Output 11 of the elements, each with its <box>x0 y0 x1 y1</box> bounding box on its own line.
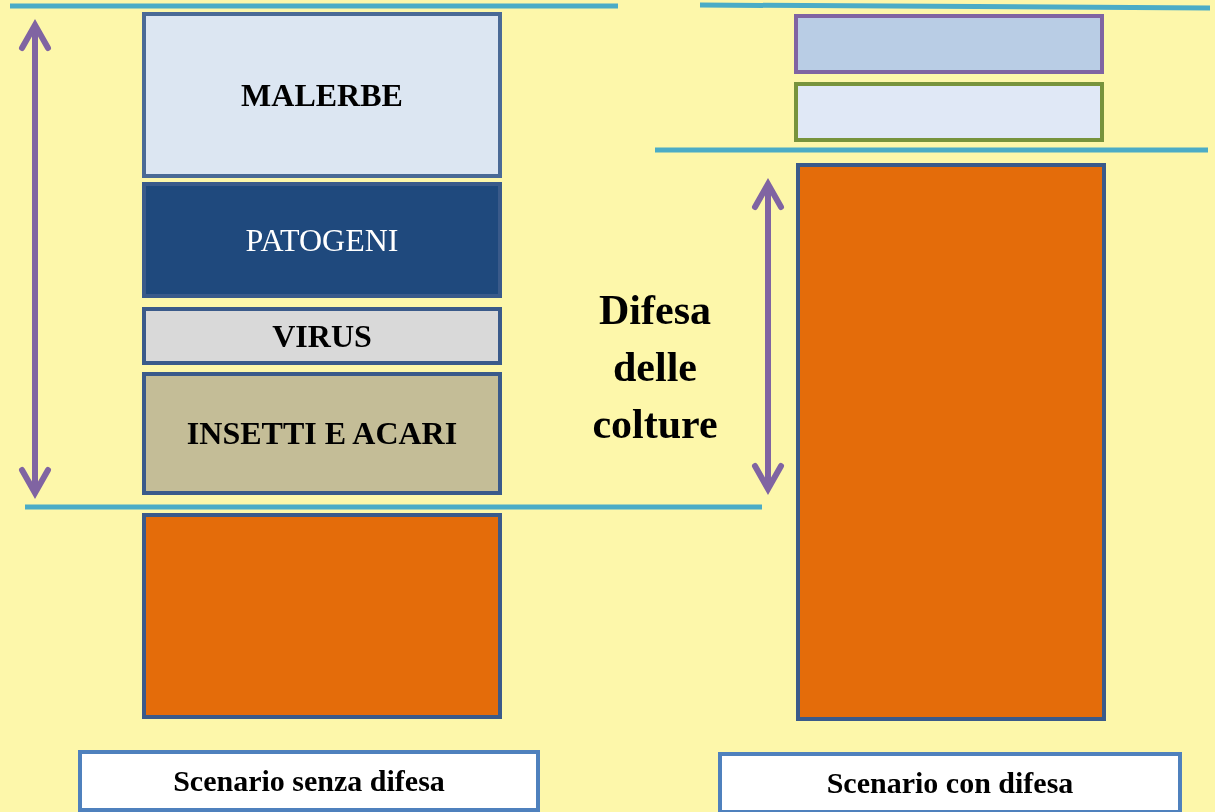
yield-block <box>796 163 1106 721</box>
category-box: PATOGENI <box>142 182 502 298</box>
category-box: VIRUS <box>142 307 502 365</box>
loss-block <box>794 14 1104 74</box>
loss-block <box>794 82 1104 142</box>
scenario-label: Scenario senza difesa <box>78 750 540 812</box>
category-box: MALERBE <box>142 12 502 178</box>
scenario-label: Scenario con difesa <box>718 752 1182 812</box>
yield-block <box>142 513 502 719</box>
side-label: Difesa delle colture <box>591 286 719 449</box>
category-box: INSETTI E ACARI <box>142 372 502 495</box>
